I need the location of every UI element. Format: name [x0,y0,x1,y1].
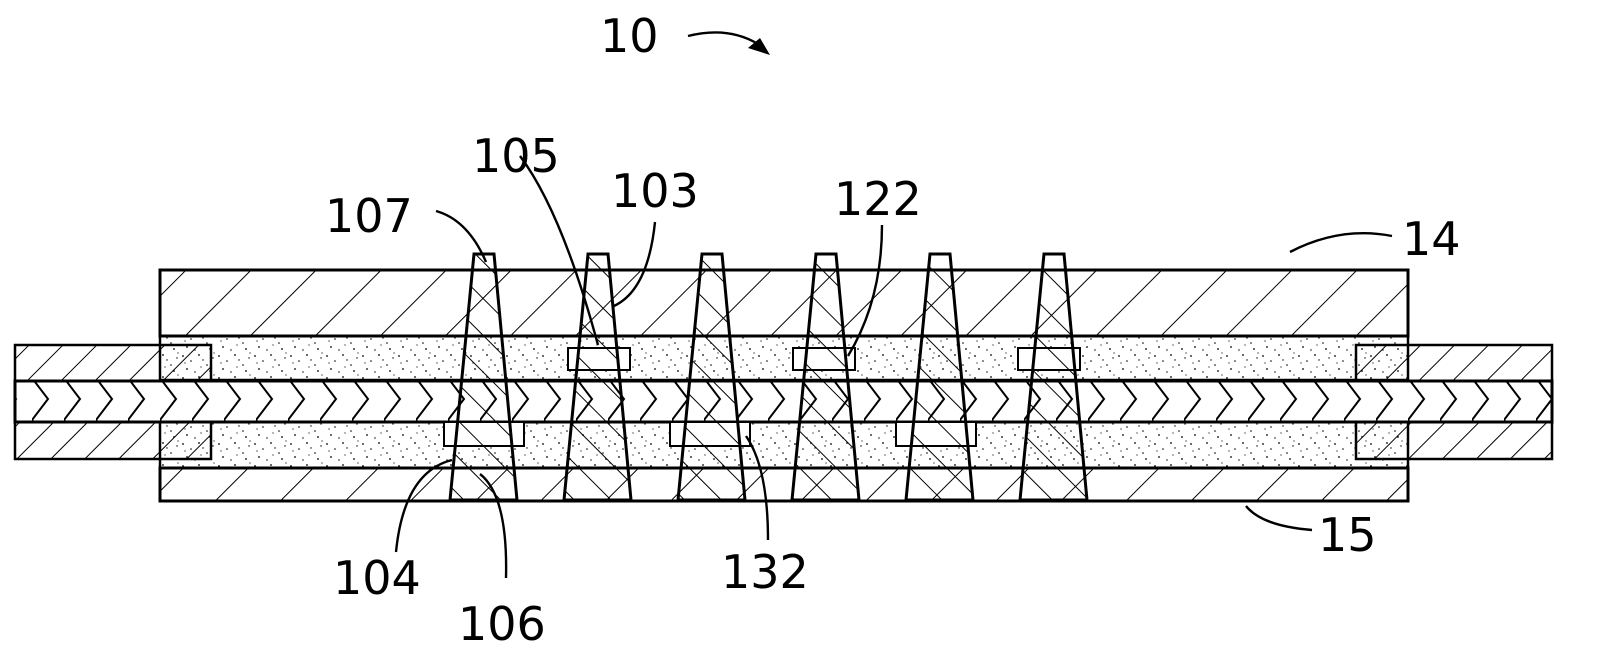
label-132: 132 [721,545,809,599]
outer-top-right-strip [1354,343,1554,383]
outer-top-left-strip [13,343,213,383]
leader-15 [1245,505,1313,532]
leader-104 [394,458,453,553]
arrow-head-icon [748,38,770,55]
pin-4 [790,252,861,502]
leader-107 [435,209,488,263]
pin-2 [562,252,633,502]
leader-103 [613,221,657,308]
leader-106 [479,473,508,579]
assembly-arrow [687,31,759,46]
label-14: 14 [1402,212,1461,266]
label-15: 15 [1318,508,1377,562]
label-105: 105 [472,129,560,183]
layer-14 [158,268,1410,338]
pin-1 [448,252,519,502]
leader-122 [846,224,884,357]
conical-pins [448,252,1089,502]
label-104: 104 [333,551,421,605]
pin-5 [904,252,975,502]
label-103: 103 [611,164,699,218]
leader-132 [745,435,770,541]
core-layer [13,379,1554,424]
layer-15 [158,466,1410,503]
lower-adhesive-layer [158,420,1410,470]
leader-14 [1289,232,1393,254]
pin-6 [1018,252,1089,502]
outer-bottom-left-strip [13,420,213,461]
upper-adhesive-layer [158,334,1410,382]
assembly-label: 10 [600,9,659,63]
leader-105 [519,155,600,346]
outer-bottom-right-strip [1354,420,1554,461]
label-122: 122 [834,172,922,226]
label-107: 107 [325,189,413,243]
label-106: 106 [458,597,546,651]
pin-3 [676,252,747,502]
